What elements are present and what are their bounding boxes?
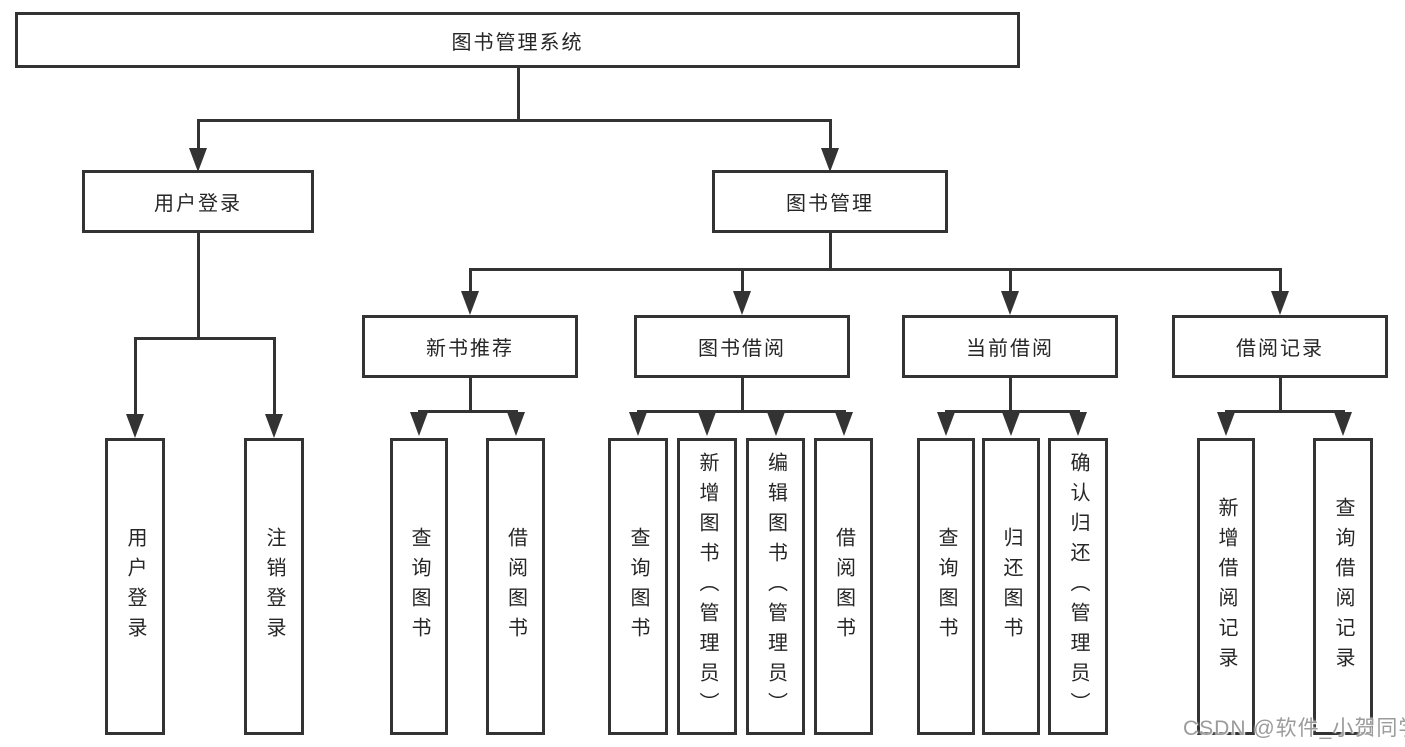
connector-vline <box>740 268 744 292</box>
arrow-down-icon <box>821 148 839 172</box>
leaf-logout-login: 注销登录 <box>244 438 304 735</box>
arrow-down-icon <box>733 291 751 315</box>
leaf-label: 注销登录 <box>263 526 285 647</box>
connector-vline <box>196 119 200 150</box>
leaf-label: 查询图书 <box>627 526 649 647</box>
arrow-down-icon <box>506 412 525 436</box>
arrow-down-icon <box>766 412 785 436</box>
node-library-management-system: 图书管理系统 <box>15 12 1020 68</box>
leaf-recommend-query-books: 查询图书 <box>390 438 448 735</box>
connector-hline <box>133 337 276 340</box>
arrow-down-icon <box>461 291 479 315</box>
leaf-records-query-borrow-record: 查询借阅记录 <box>1313 438 1373 735</box>
arrow-down-icon <box>1271 291 1289 315</box>
arrow-down-icon <box>126 414 144 438</box>
leaf-user-login: 用户登录 <box>105 438 165 735</box>
connector-hline <box>944 410 1080 413</box>
leaf-label: 确认归还（管理员） <box>1067 451 1089 722</box>
arrow-down-icon <box>1001 291 1019 315</box>
connector-vline <box>272 337 276 416</box>
connector-vline <box>468 378 472 410</box>
leaf-label: 查询图书 <box>935 526 957 647</box>
arrow-down-icon <box>1002 412 1020 436</box>
connector-vline <box>828 233 832 271</box>
connector-hline <box>417 410 518 413</box>
leaf-records-add-borrow-record: 新增借阅记录 <box>1197 438 1255 735</box>
connector-hline <box>1224 410 1345 413</box>
leaf-label: 编辑图书（管理员） <box>764 451 787 722</box>
node-label: 用户登录 <box>154 193 242 215</box>
leaf-label: 新增借阅记录 <box>1215 496 1237 677</box>
connector-vline <box>1008 378 1012 410</box>
connector-vline <box>468 268 472 292</box>
arrow-down-icon <box>410 412 428 436</box>
csdn-watermark: CSDN @软件_小贺同学 <box>1183 717 1405 740</box>
arrow-down-icon <box>265 414 283 438</box>
node-borrowing-records: 借阅记录 <box>1172 315 1388 378</box>
connector-hline <box>636 410 846 413</box>
leaf-borrowing-add-books-admin: 新增图书（管理员） <box>677 438 737 735</box>
connector-vline <box>740 378 744 410</box>
node-label: 借阅记录 <box>1236 338 1324 360</box>
connector-vline <box>1008 268 1012 292</box>
connector-hline <box>468 268 1282 271</box>
node-book-management: 图书管理 <box>712 170 948 233</box>
connector-vline <box>1278 268 1282 292</box>
leaf-borrowing-query-books: 查询图书 <box>608 438 668 735</box>
arrow-down-icon <box>834 412 853 436</box>
leaf-label: 查询图书 <box>408 526 430 647</box>
arrow-down-icon <box>629 412 647 436</box>
leaf-label: 借阅图书 <box>504 526 527 647</box>
node-user-login: 用户登录 <box>82 170 314 233</box>
node-current-borrowing: 当前借阅 <box>902 315 1118 378</box>
arrow-down-icon <box>1217 412 1235 436</box>
leaf-recommend-borrow-books: 借阅图书 <box>486 438 545 735</box>
leaf-label: 用户登录 <box>124 526 146 647</box>
leaf-label: 查询借阅记录 <box>1332 496 1354 677</box>
node-label: 图书管理 <box>786 193 874 215</box>
leaf-label: 借阅图书 <box>832 526 855 647</box>
arrow-down-icon <box>1069 412 1087 436</box>
connector-vline <box>828 119 832 150</box>
node-new-book-recommend: 新书推荐 <box>362 315 578 378</box>
node-label: 图书借阅 <box>698 338 786 360</box>
leaf-current-return-books: 归还图书 <box>982 438 1040 735</box>
arrow-down-icon <box>698 412 716 436</box>
leaf-borrowing-edit-books-admin: 编辑图书（管理员） <box>746 438 805 735</box>
leaf-label: 新增图书（管理员） <box>696 451 718 722</box>
node-label: 新书推荐 <box>426 338 514 360</box>
node-label: 当前借阅 <box>966 338 1054 360</box>
node-label: 图书管理系统 <box>451 31 584 54</box>
connector-vline <box>196 233 200 337</box>
node-book-borrowing: 图书借阅 <box>634 315 850 378</box>
connector-vline <box>133 337 137 416</box>
connector-vline <box>1278 378 1282 410</box>
leaf-current-query-books: 查询图书 <box>917 438 975 735</box>
leaf-label: 归还图书 <box>1000 526 1022 647</box>
arrow-down-icon <box>189 148 207 172</box>
arrow-down-icon <box>1334 412 1352 436</box>
connector-vline <box>516 68 520 119</box>
connector-hline <box>196 119 832 122</box>
arrow-down-icon <box>937 412 955 436</box>
leaf-current-confirm-return-admin: 确认归还（管理员） <box>1048 438 1108 735</box>
leaf-borrowing-borrow-books: 借阅图书 <box>814 438 873 735</box>
